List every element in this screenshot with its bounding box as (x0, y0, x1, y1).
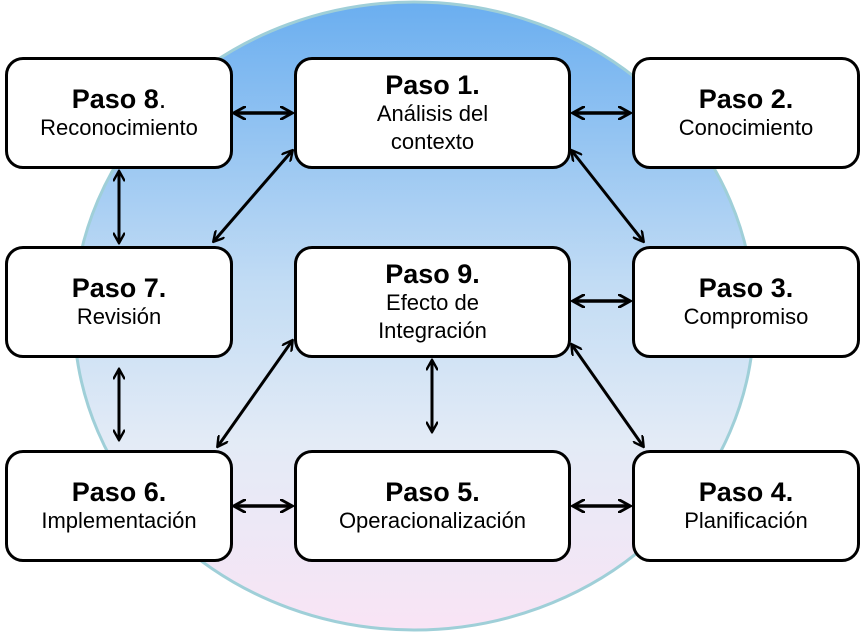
step-box-paso-5: Paso 5. Operacionalización (294, 450, 571, 562)
step-box-paso-1: Paso 1. Análisis del contexto (294, 57, 571, 169)
step-title: Paso 1. (385, 70, 480, 100)
step-description: Implementación (41, 508, 197, 533)
step-title: Paso 8. (71, 84, 167, 114)
step-title: Paso 7. (71, 273, 167, 303)
step-description: Reconocimiento (40, 115, 198, 140)
step-title: Paso 5. (385, 477, 480, 507)
step-description: Operacionalización (338, 508, 527, 533)
step-description: Efecto de (386, 290, 479, 315)
step-title: Paso 4. (698, 477, 794, 507)
step-description: Planificación (684, 508, 808, 533)
step-box-paso-6: Paso 6. Implementación (5, 450, 233, 562)
step-box-paso-8: Paso 8. Reconocimiento (5, 57, 233, 169)
step-box-paso-3: Paso 3. Compromiso (632, 246, 860, 358)
step-description: Conocimiento (678, 115, 814, 140)
arrow-1-3 (572, 151, 643, 241)
step-box-paso-2: Paso 2. Conocimiento (632, 57, 860, 169)
step-box-paso-7: Paso 7. Revisión (5, 246, 233, 358)
arrow-9-6 (218, 341, 292, 446)
step-description: Compromiso (683, 304, 809, 329)
arrow-1-7 (214, 151, 292, 241)
step-description: contexto (390, 129, 475, 154)
step-title: Paso 3. (698, 273, 794, 303)
arrow-9-4 (572, 345, 643, 446)
step-title: Paso 2. (698, 84, 794, 114)
step-description: Integración (378, 318, 487, 343)
step-title: Paso 9. (385, 259, 480, 289)
step-description: Revisión (76, 304, 162, 329)
step-description: Análisis del (376, 101, 489, 126)
step-title: Paso 6. (71, 477, 167, 507)
step-box-paso-4: Paso 4. Planificación (632, 450, 860, 562)
step-box-paso-9: Paso 9. Efecto de Integración (294, 246, 571, 358)
